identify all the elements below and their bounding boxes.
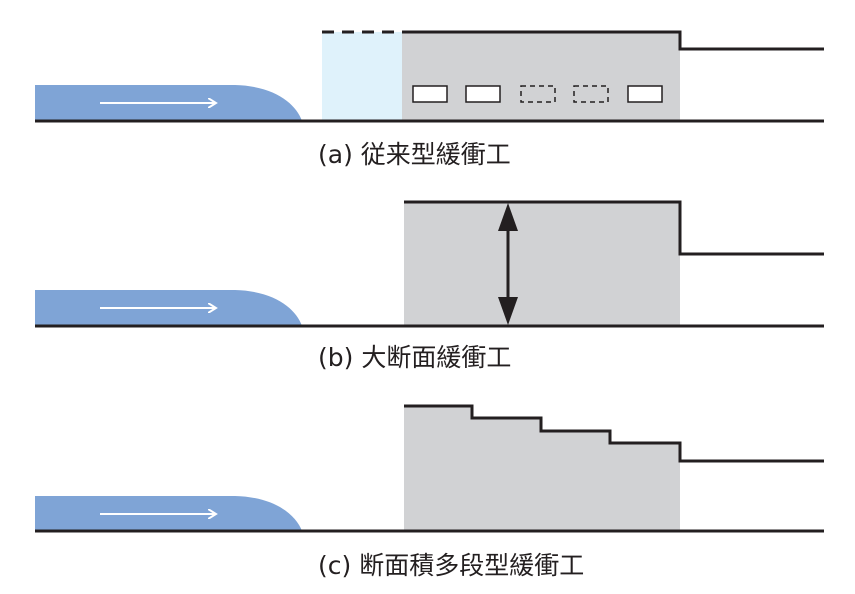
hood-outline — [402, 30, 824, 51]
caption-a: (a) 従来型緩衝工 — [318, 140, 511, 169]
stepped-buffer-hood — [404, 406, 680, 531]
buffer-hood — [402, 32, 680, 121]
panel-c: (c) 断面積多段型緩衝工 — [35, 404, 824, 580]
hood-outline — [404, 200, 824, 256]
buffer-hood — [404, 202, 680, 326]
panel-b: (b) 大断面緩衝工 — [35, 200, 824, 372]
window-open — [627, 85, 663, 103]
window-open — [412, 85, 448, 103]
caption-c: (c) 断面積多段型緩衝工 — [318, 551, 584, 580]
panel-a: (a) 従来型緩衝工 — [35, 30, 824, 169]
window-closed — [573, 85, 609, 103]
window-open — [465, 85, 501, 103]
caption-b: (b) 大断面緩衝工 — [318, 343, 511, 372]
window-closed — [520, 85, 556, 103]
height-double-arrow — [498, 203, 518, 325]
hood-windows — [412, 85, 663, 103]
hood-outline — [404, 404, 824, 463]
extension-hood — [322, 32, 402, 121]
